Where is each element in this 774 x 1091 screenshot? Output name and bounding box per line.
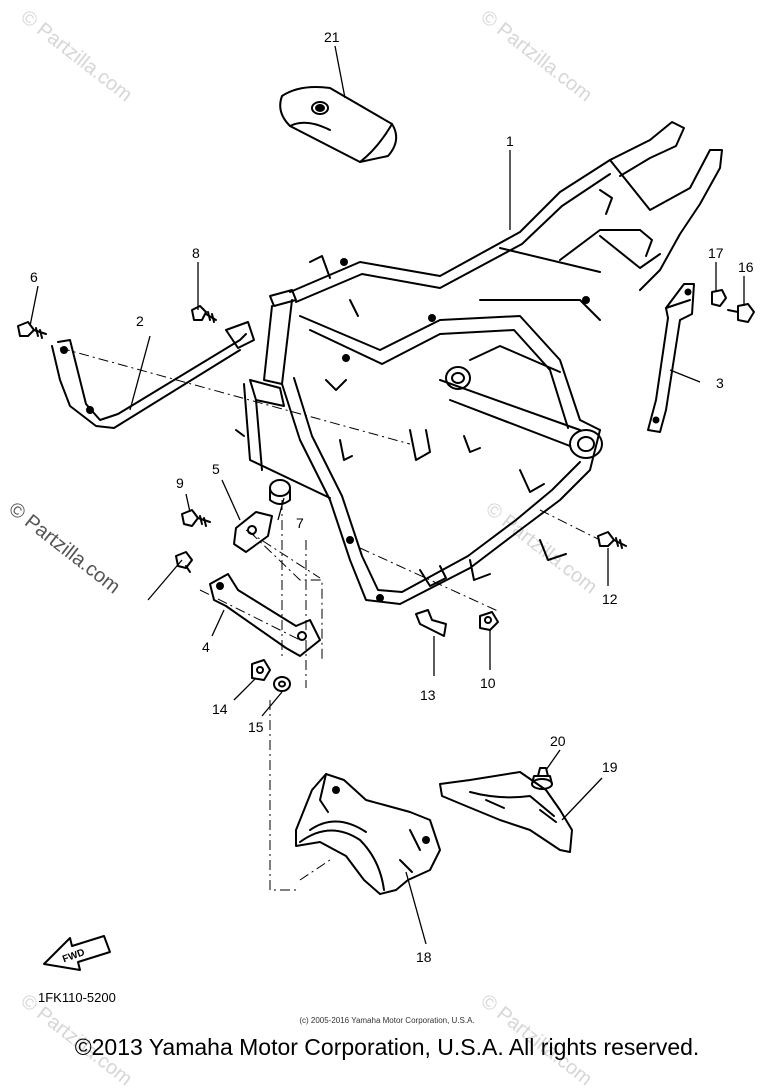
leader-lines — [29, 45, 745, 945]
part-14-nut[interactable] — [251, 659, 271, 681]
callout-9: 9 — [176, 475, 184, 491]
part-6-bolt[interactable] — [17, 321, 47, 339]
callout-2: 2 — [136, 313, 144, 329]
part-4-lower-stay[interactable] — [209, 573, 321, 657]
part-7-collar[interactable] — [269, 479, 291, 505]
part-19-plate[interactable] — [439, 771, 573, 853]
callout-labels: 21 1 2 3 4 5 6 7 8 9 10 12 13 14 15 16 1… — [30, 29, 754, 965]
callout-5: 5 — [212, 461, 220, 477]
part-8-bolt[interactable] — [191, 305, 217, 323]
callout-3: 3 — [716, 375, 724, 391]
part-2-bracket[interactable] — [51, 321, 255, 429]
part-21-pad[interactable] — [279, 86, 398, 163]
callout-12: 12 — [602, 591, 618, 607]
part-20-damper[interactable] — [531, 767, 553, 790]
callout-16: 16 — [738, 259, 754, 275]
part-10-nut[interactable] — [479, 611, 499, 631]
callout-14: 14 — [212, 701, 228, 717]
callout-21: 21 — [324, 29, 340, 45]
callout-15: 15 — [248, 719, 264, 735]
alignment-lines — [59, 347, 601, 891]
callout-8: 8 — [192, 245, 200, 261]
diagram-code: 1FK110-5200 — [38, 990, 116, 1005]
part-1-main-frame[interactable] — [235, 121, 723, 605]
fwd-label: FWD — [61, 947, 86, 965]
callout-13: 13 — [420, 687, 436, 703]
callout-20: 20 — [550, 733, 566, 749]
copyright-small: (c) 2005-2016 Yamaha Motor Corporation, … — [299, 1016, 475, 1025]
part-17-nut[interactable] — [711, 289, 727, 307]
callout-18: 18 — [416, 949, 432, 965]
part-18-lower-cover[interactable] — [295, 773, 441, 895]
fwd-arrow-icon — [43, 935, 111, 971]
part-3-rear-stay[interactable] — [647, 283, 695, 433]
part-12-bolt[interactable] — [597, 531, 627, 549]
callout-10: 10 — [480, 675, 496, 691]
part-16-bolt[interactable] — [727, 303, 755, 323]
callout-1: 1 — [506, 133, 514, 149]
part-11-bolt[interactable] — [175, 551, 193, 573]
frame-exploded-diagram: 21 1 2 3 4 5 6 7 8 9 10 12 13 14 15 16 1… — [17, 29, 755, 971]
copyright-main: ©2013 Yamaha Motor Corporation, U.S.A. A… — [74, 1034, 700, 1060]
part-15-washer[interactable] — [273, 676, 291, 692]
callout-4: 4 — [202, 639, 210, 655]
callout-17: 17 — [708, 245, 724, 261]
callout-6: 6 — [30, 269, 38, 285]
part-13-bolt[interactable] — [415, 609, 447, 637]
part-9-bolt[interactable] — [181, 509, 211, 527]
callout-19: 19 — [602, 759, 618, 775]
callout-7: 7 — [296, 515, 304, 531]
